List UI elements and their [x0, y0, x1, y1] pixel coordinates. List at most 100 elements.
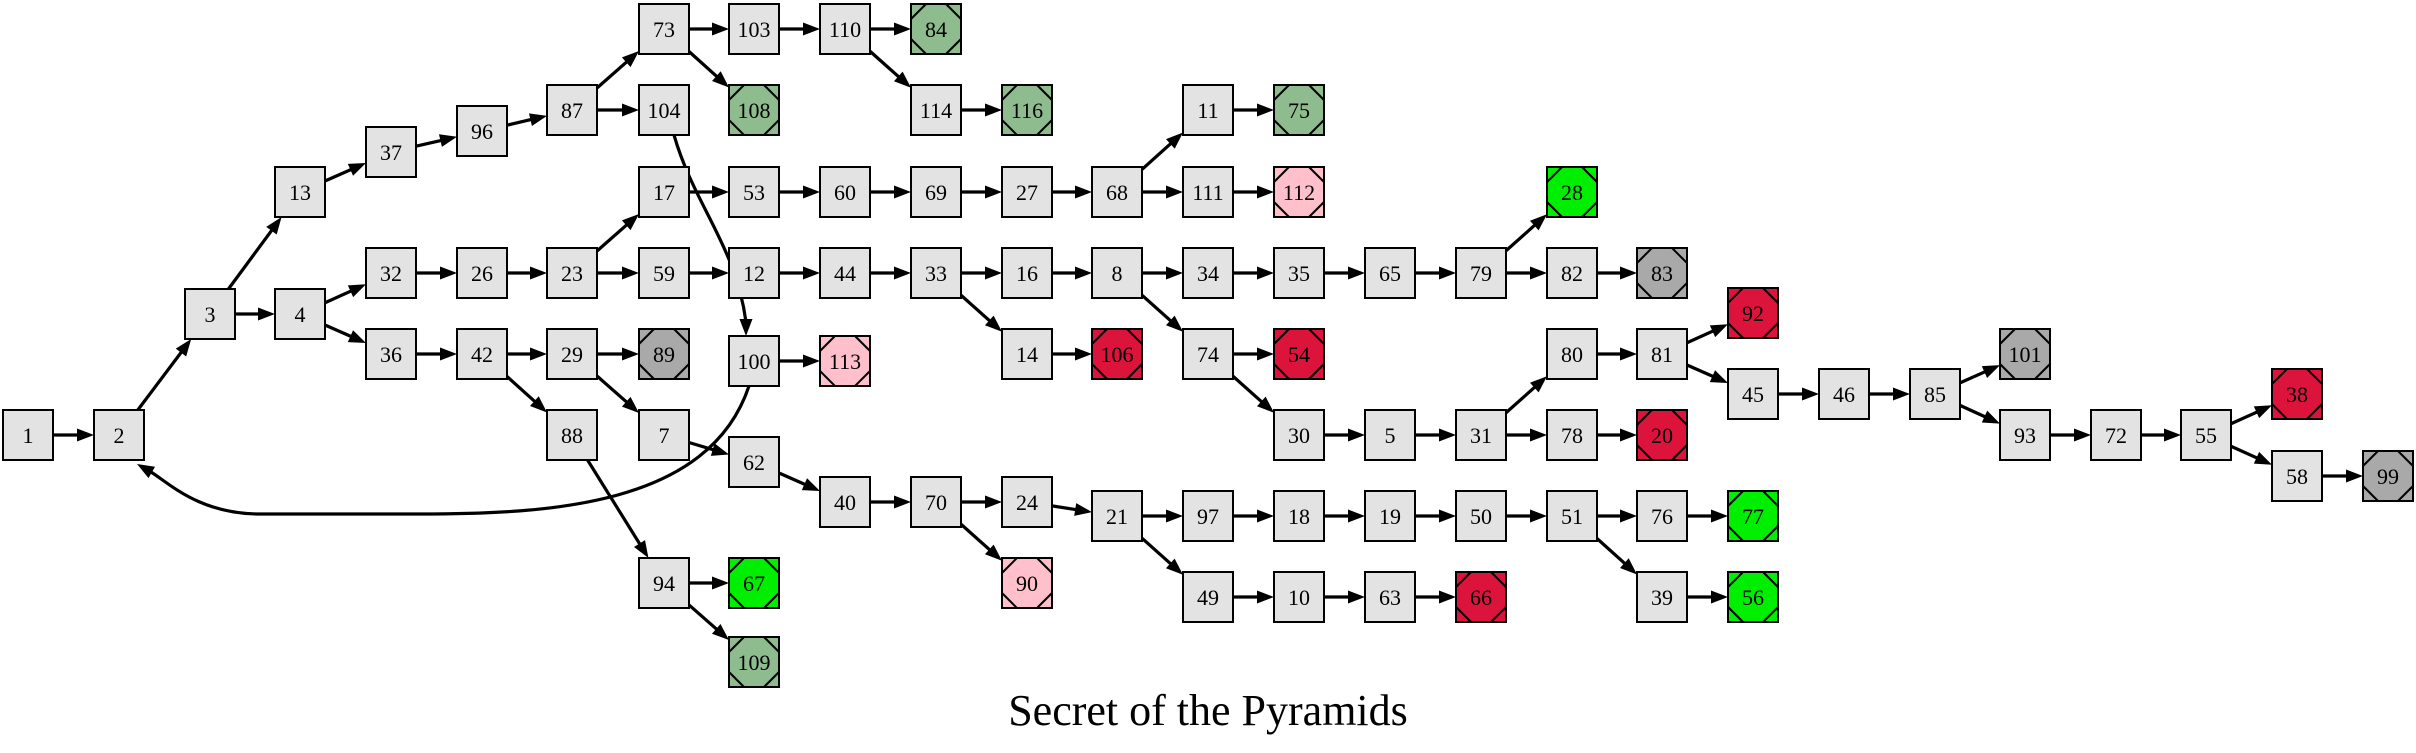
node-box	[1182, 571, 1234, 623]
node-label: 51	[1561, 504, 1583, 529]
node-label: 14	[1016, 342, 1038, 367]
ending-corner-mark	[2306, 403, 2323, 420]
node-20: 20	[1636, 409, 1688, 461]
edge-32-to-26-arrowhead	[440, 266, 457, 280]
node-label: 31	[1470, 423, 1492, 448]
node-box	[728, 166, 780, 218]
edge-29-to-7-arrowhead	[621, 396, 639, 413]
ending-corner-mark	[1308, 328, 1325, 345]
ending-corner-mark	[1273, 201, 1290, 218]
ending-corner-mark	[763, 557, 780, 574]
node-box	[638, 409, 690, 461]
edge-111-to-112-arrowhead	[1257, 185, 1274, 199]
edge-85-to-101-arrowhead	[1981, 365, 2000, 378]
ending-corner-mark	[1999, 363, 2016, 380]
ending-corner-mark	[728, 636, 745, 653]
edge-33-to-16-arrowhead	[985, 266, 1002, 280]
ending-corner-mark	[1671, 282, 1688, 299]
node-box	[638, 557, 690, 609]
edge-33-to-14-arrowhead	[984, 315, 1002, 332]
node-label: 85	[1924, 382, 1946, 407]
edge-110-to-114-arrowhead	[893, 71, 911, 88]
node-box	[456, 328, 508, 380]
node-box	[456, 247, 508, 299]
node-59: 59	[638, 247, 690, 299]
ending-corner-mark	[1671, 444, 1688, 461]
ending-corner-mark	[1727, 490, 1744, 507]
node-99: 99	[2362, 450, 2414, 502]
ending-corner-mark	[728, 119, 745, 136]
edge-24-to-21-arrowhead	[1074, 503, 1092, 516]
node-31: 31	[1455, 409, 1507, 461]
node-box	[1273, 166, 1325, 218]
node-label: 81	[1651, 342, 1673, 367]
node-label: 55	[2195, 423, 2217, 448]
node-label: 104	[648, 98, 681, 123]
ending-corner-mark	[1091, 328, 1108, 345]
node-63: 63	[1364, 571, 1416, 623]
diagram-title: Secret of the Pyramids	[1008, 686, 1408, 735]
ending-corner-mark	[1671, 409, 1688, 426]
node-label: 78	[1561, 423, 1583, 448]
ending-corner-mark	[2362, 485, 2379, 502]
edge-100-to-113-arrowhead	[803, 354, 820, 368]
edge-103-to-110-arrowhead	[803, 22, 820, 36]
edge-21-to-49-arrowhead	[1165, 558, 1183, 575]
ending-corner-mark	[638, 363, 655, 380]
edge-11-to-75-arrowhead	[1257, 103, 1274, 117]
node-90: 90	[1001, 557, 1053, 609]
edge-73-to-108-arrowhead	[712, 71, 729, 88]
node-8: 8	[1091, 247, 1143, 299]
node-box	[2, 409, 54, 461]
edge-110-to-84-arrowhead	[894, 22, 911, 36]
ending-corner-mark	[1762, 606, 1779, 623]
node-box	[1546, 409, 1598, 461]
edge-37-to-96-arrowhead	[438, 134, 457, 147]
node-label: 49	[1197, 585, 1219, 610]
node-box	[638, 3, 690, 55]
ending-corner-mark	[1273, 363, 1290, 380]
edge-4-to-32-arrowhead	[347, 284, 366, 298]
edge-8-to-74-arrowhead	[1165, 315, 1183, 332]
edge-87-to-73	[595, 59, 629, 90]
edge-23-to-59-arrowhead	[622, 266, 639, 280]
node-label: 36	[380, 342, 402, 367]
node-label: 23	[561, 261, 583, 286]
node-box	[1001, 166, 1053, 218]
node-box	[1727, 571, 1779, 623]
edge-36-to-42-arrowhead	[440, 347, 457, 361]
edge-104-to-100-arrowhead	[739, 319, 753, 336]
node-label: 42	[471, 342, 493, 367]
node-27: 27	[1001, 166, 1053, 218]
edge-29-to-7	[595, 374, 629, 405]
ending-corner-mark	[1762, 490, 1779, 507]
node-7: 7	[638, 409, 690, 461]
node-29: 29	[546, 328, 598, 380]
node-label: 11	[1197, 98, 1218, 123]
node-box	[1546, 166, 1598, 218]
node-box	[910, 3, 962, 55]
ending-corner-mark	[1455, 571, 1472, 588]
node-109: 109	[728, 636, 780, 688]
ending-corner-mark	[1036, 119, 1053, 136]
node-box	[1273, 571, 1325, 623]
node-73: 73	[638, 3, 690, 55]
node-1: 1	[2, 409, 54, 461]
node-58: 58	[2271, 450, 2323, 502]
node-88: 88	[546, 409, 598, 461]
edge-62-to-40	[778, 471, 807, 487]
node-55: 55	[2180, 409, 2232, 461]
ending-corner-mark	[1308, 84, 1325, 101]
edge-100-to-2	[150, 385, 751, 516]
node-box	[546, 84, 598, 136]
edge-21-to-49	[1140, 537, 1173, 566]
node-label: 30	[1288, 423, 1310, 448]
edge-94-to-67-arrowhead	[712, 576, 729, 590]
edge-73-to-103-arrowhead	[712, 22, 729, 36]
node-72: 72	[2090, 409, 2142, 461]
ending-corner-mark	[1636, 409, 1653, 426]
edge-87-to-73-arrowhead	[621, 51, 639, 68]
node-box	[2090, 409, 2142, 461]
edge-114-to-116-arrowhead	[985, 103, 1002, 117]
